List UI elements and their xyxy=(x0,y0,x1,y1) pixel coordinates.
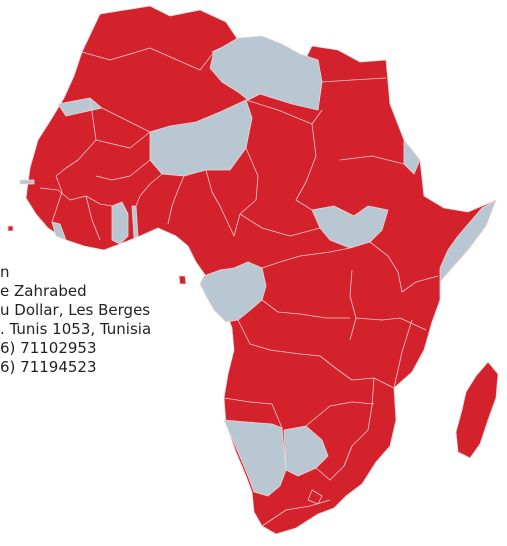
island-bioko xyxy=(178,275,187,285)
address-phone: 6) 71102953 xyxy=(0,339,97,357)
address-fax: 6) 71194523 xyxy=(0,358,97,376)
country-south-sudan xyxy=(311,205,389,249)
address-line-4: . Tunis 1053, Tunisia xyxy=(0,320,152,338)
country-borders xyxy=(39,47,439,527)
country-liberia xyxy=(51,221,67,241)
country-togo xyxy=(131,205,139,239)
island-cape-verde xyxy=(7,225,14,232)
country-sudan-region xyxy=(403,139,421,175)
country-namibia xyxy=(223,419,287,497)
country-gambia xyxy=(19,179,35,185)
country-ghana xyxy=(111,201,129,245)
country-gabon-congo xyxy=(199,261,267,323)
country-libya xyxy=(209,35,323,111)
address-line-3: u Dollar, Les Berges xyxy=(0,301,151,319)
country-somalia xyxy=(439,199,497,283)
address-line-1: n xyxy=(0,263,10,281)
island-madagascar xyxy=(455,361,499,459)
country-botswana xyxy=(283,425,329,477)
address-line-2: e Zahrabed xyxy=(0,282,87,300)
